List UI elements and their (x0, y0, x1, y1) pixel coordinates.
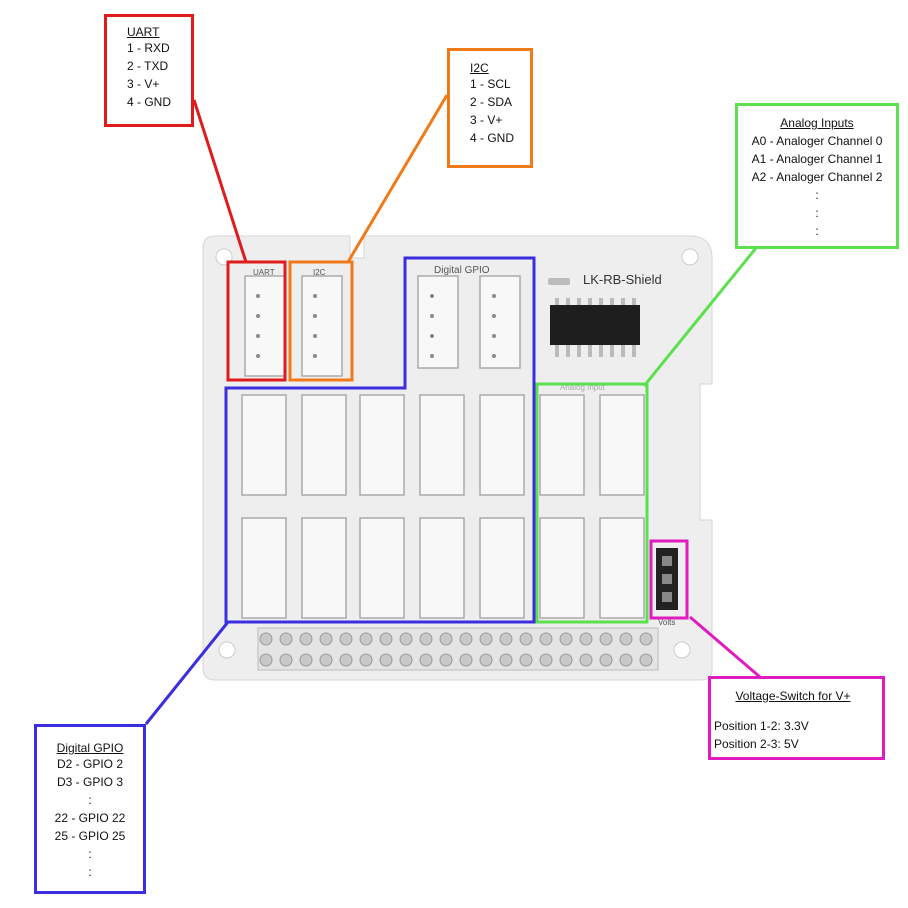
uart-silk: UART (253, 268, 275, 277)
gpio-line: D2 - GPIO 2 (56, 757, 124, 771)
gpio-title: Digital GPIO (56, 741, 124, 755)
connectors (241, 275, 645, 619)
analog-title: Analog Inputs (780, 116, 854, 130)
gpio-line: 22 - GPIO 22 (54, 811, 126, 825)
i2c-callout: I2C 1 - SCL 2 - SDA 3 - V+ 4 - GND (447, 48, 533, 168)
switch-highlight (649, 539, 689, 620)
ic-pins (555, 298, 636, 357)
i2c-title: I2C (470, 61, 489, 75)
gpio-highlight (224, 256, 536, 624)
i2c-leader (346, 94, 449, 263)
gpio-callout: Digital GPIO D2 - GPIO 2 D3 - GPIO 3 : 2… (34, 724, 146, 894)
uart-title: UART (127, 25, 160, 39)
analog-line: A2 - Analoger Channel 2 (751, 170, 883, 184)
gpio-line: : (88, 793, 92, 807)
analog-line: : (815, 206, 819, 220)
gpio-silk: Digital GPIO (434, 265, 490, 276)
gpio-line: 25 - GPIO 25 (54, 829, 126, 843)
uart-line: 2 - TXD (127, 59, 169, 73)
switch-leader (689, 615, 761, 679)
volts-silk: Volts (658, 618, 675, 627)
analog-highlight (535, 382, 649, 624)
analog-line: A0 - Analoger Channel 0 (751, 134, 883, 148)
i2c-silk: I2C (313, 268, 326, 277)
voltage-line: Position 1-2: 3.3V (714, 719, 809, 733)
i2c-line: 3 - V+ (470, 113, 503, 127)
uart-callout: UART 1 - RXD 2 - TXD 3 - V+ 4 - GND (104, 14, 194, 127)
mounting-hole (218, 641, 236, 659)
i2c-line: 2 - SDA (470, 95, 513, 109)
i2c-line: 1 - SCL (470, 77, 511, 91)
uart-highlight (226, 260, 287, 382)
gpio-line: D3 - GPIO 3 (56, 775, 124, 789)
analog-line: : (815, 188, 819, 202)
voltage-line: Position 2-3: 5V (714, 737, 799, 751)
ic-chip (550, 305, 640, 345)
board-title-silk: LK-RB-Shield (583, 272, 662, 287)
connector-pins (256, 294, 496, 358)
i2c-highlight (288, 260, 354, 382)
mounting-hole (681, 248, 699, 266)
analog-line: : (815, 224, 819, 238)
analog-callout: Analog Inputs A0 - Analoger Channel 0 A1… (735, 103, 899, 249)
analog-leader (642, 247, 758, 387)
header-pins (259, 632, 653, 667)
led (548, 278, 570, 285)
uart-line: 1 - RXD (127, 41, 170, 55)
mounting-hole (673, 641, 691, 659)
uart-leader (192, 99, 248, 263)
analog-line: A1 - Analoger Channel 1 (751, 152, 883, 166)
voltage-title: Voltage-Switch for V+ (735, 689, 851, 703)
uart-line: 3 - V+ (127, 77, 160, 91)
analog-silk: Analog Input (560, 383, 606, 392)
gpio-line: : (88, 865, 92, 879)
i2c-line: 4 - GND (470, 131, 515, 145)
gpio-line: : (88, 847, 92, 861)
uart-line: 4 - GND (127, 95, 172, 109)
voltage-callout: Voltage-Switch for V+ Position 1-2: 3.3V… (708, 676, 885, 760)
gpio-header (257, 627, 659, 671)
gpio-leader (144, 621, 230, 725)
